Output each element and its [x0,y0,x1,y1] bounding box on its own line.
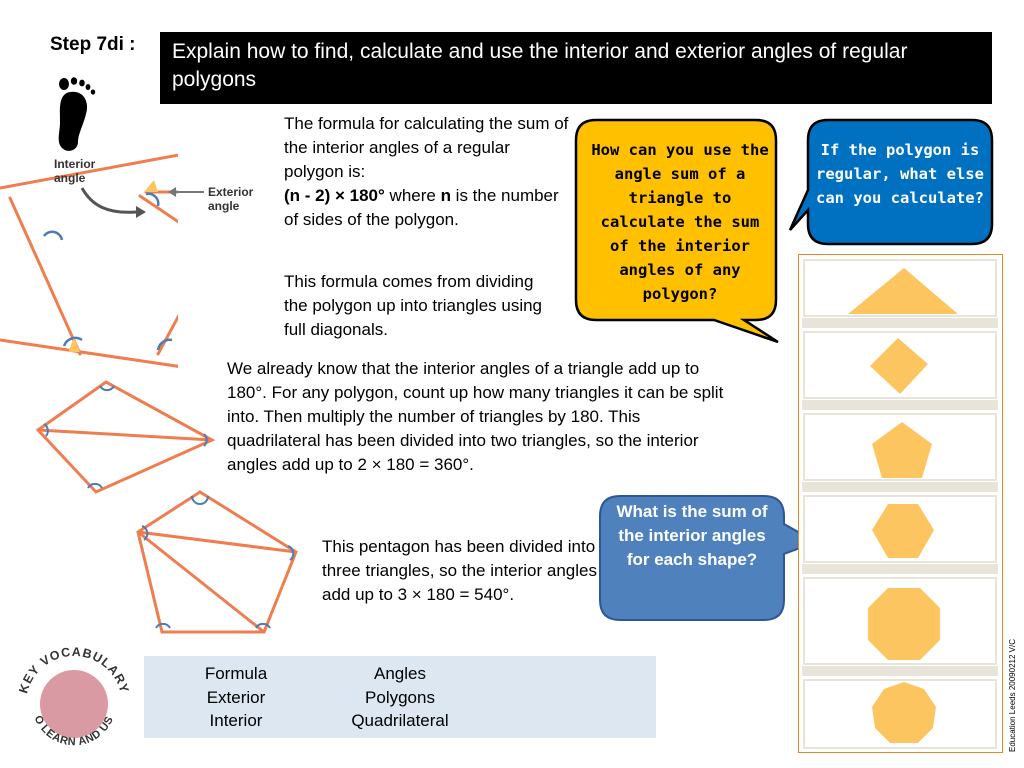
formula-rest: is the number of sides of the polygon. [284,186,559,229]
orange-speech-bubble: How can you use the angle sum of a trian… [590,136,770,316]
exterior-angle-label-line1: Exterior [208,185,254,199]
shapes-panel [798,254,1003,753]
blue-bubble-text: If the polygon is regular, what else can… [816,141,984,207]
formula-paragraph: The formula for calculating the sum of t… [284,112,569,232]
formula-expression: (n - 2) × 180° [284,186,385,205]
key-vocabulary-badge: KEY VOCABULARY TO LEARN AND USE [8,635,131,748]
blue-speech-bubble-mid-shape [599,495,819,621]
hexagon-shape [872,504,934,558]
pentagon-paragraph: This pentagon has been divided into thre… [322,537,597,604]
triangle-shape [848,268,958,314]
blue-mid-bubble-text: What is the sum of the interior angles f… [616,502,768,569]
exterior-angle-label: Exterior angle [208,185,254,213]
blue-speech-bubble-mid: What is the sum of the interior angles f… [608,500,776,620]
vocabulary-column-2: Angles Polygons Quadrilateral [328,662,472,733]
blue-speech-bubble-shape [788,118,994,246]
formula-where: where [384,186,441,205]
arrow-head-icon [136,206,146,218]
vocab-word: Quadrilateral [351,711,449,730]
orange-bubble-text: How can you use the angle sum of a trian… [591,141,769,303]
vocabulary-column-1: Formula Exterior Interior [184,662,288,733]
octagon-shape [868,588,940,660]
vocab-word: Formula [204,664,268,683]
interior-angle-label-line1: Interior [54,157,96,171]
formula-intro: The formula for calculating the sum of t… [284,114,569,181]
triangle-paragraph: We already know that the interior angles… [227,359,724,474]
credit-text: Education Leeds 20090212 V/C [1008,639,1017,752]
exterior-angle-label-line2: angle [208,199,240,213]
quadrilateral-diagram [35,380,216,494]
vocab-word: Polygons [365,687,435,707]
vocab-word: Angles [374,664,426,683]
pentagon-triangles-diagram [136,490,298,634]
interior-angle-label-line2: angle [54,171,86,185]
formula-origin-paragraph: This formula comes from dividing the pol… [284,272,543,339]
footprint-icon [58,77,96,151]
blue-speech-bubble: If the polygon is regular, what else can… [814,136,986,236]
interior-angle-label: Interior angle [54,157,96,185]
exterior-arrow-head-icon [168,187,176,197]
page-title: Explain how to find, calculate and use t… [160,32,992,104]
pentagon-shape [872,422,932,478]
quadrilateral-shape [870,338,928,394]
vocabulary-box: Formula Exterior Interior Angles Polygon… [144,656,656,738]
nonagon-shape [872,682,936,743]
step-label: Step 7di : [50,34,136,55]
vocab-word: Interior [209,711,263,730]
pentagon-angles-diagram: Interior angle Exterior angle [0,153,254,368]
curved-arrow-icon [80,187,137,214]
formula-n: n [440,186,451,205]
vocab-word: Exterior [206,687,266,707]
orange-speech-bubble-shape [574,118,779,344]
